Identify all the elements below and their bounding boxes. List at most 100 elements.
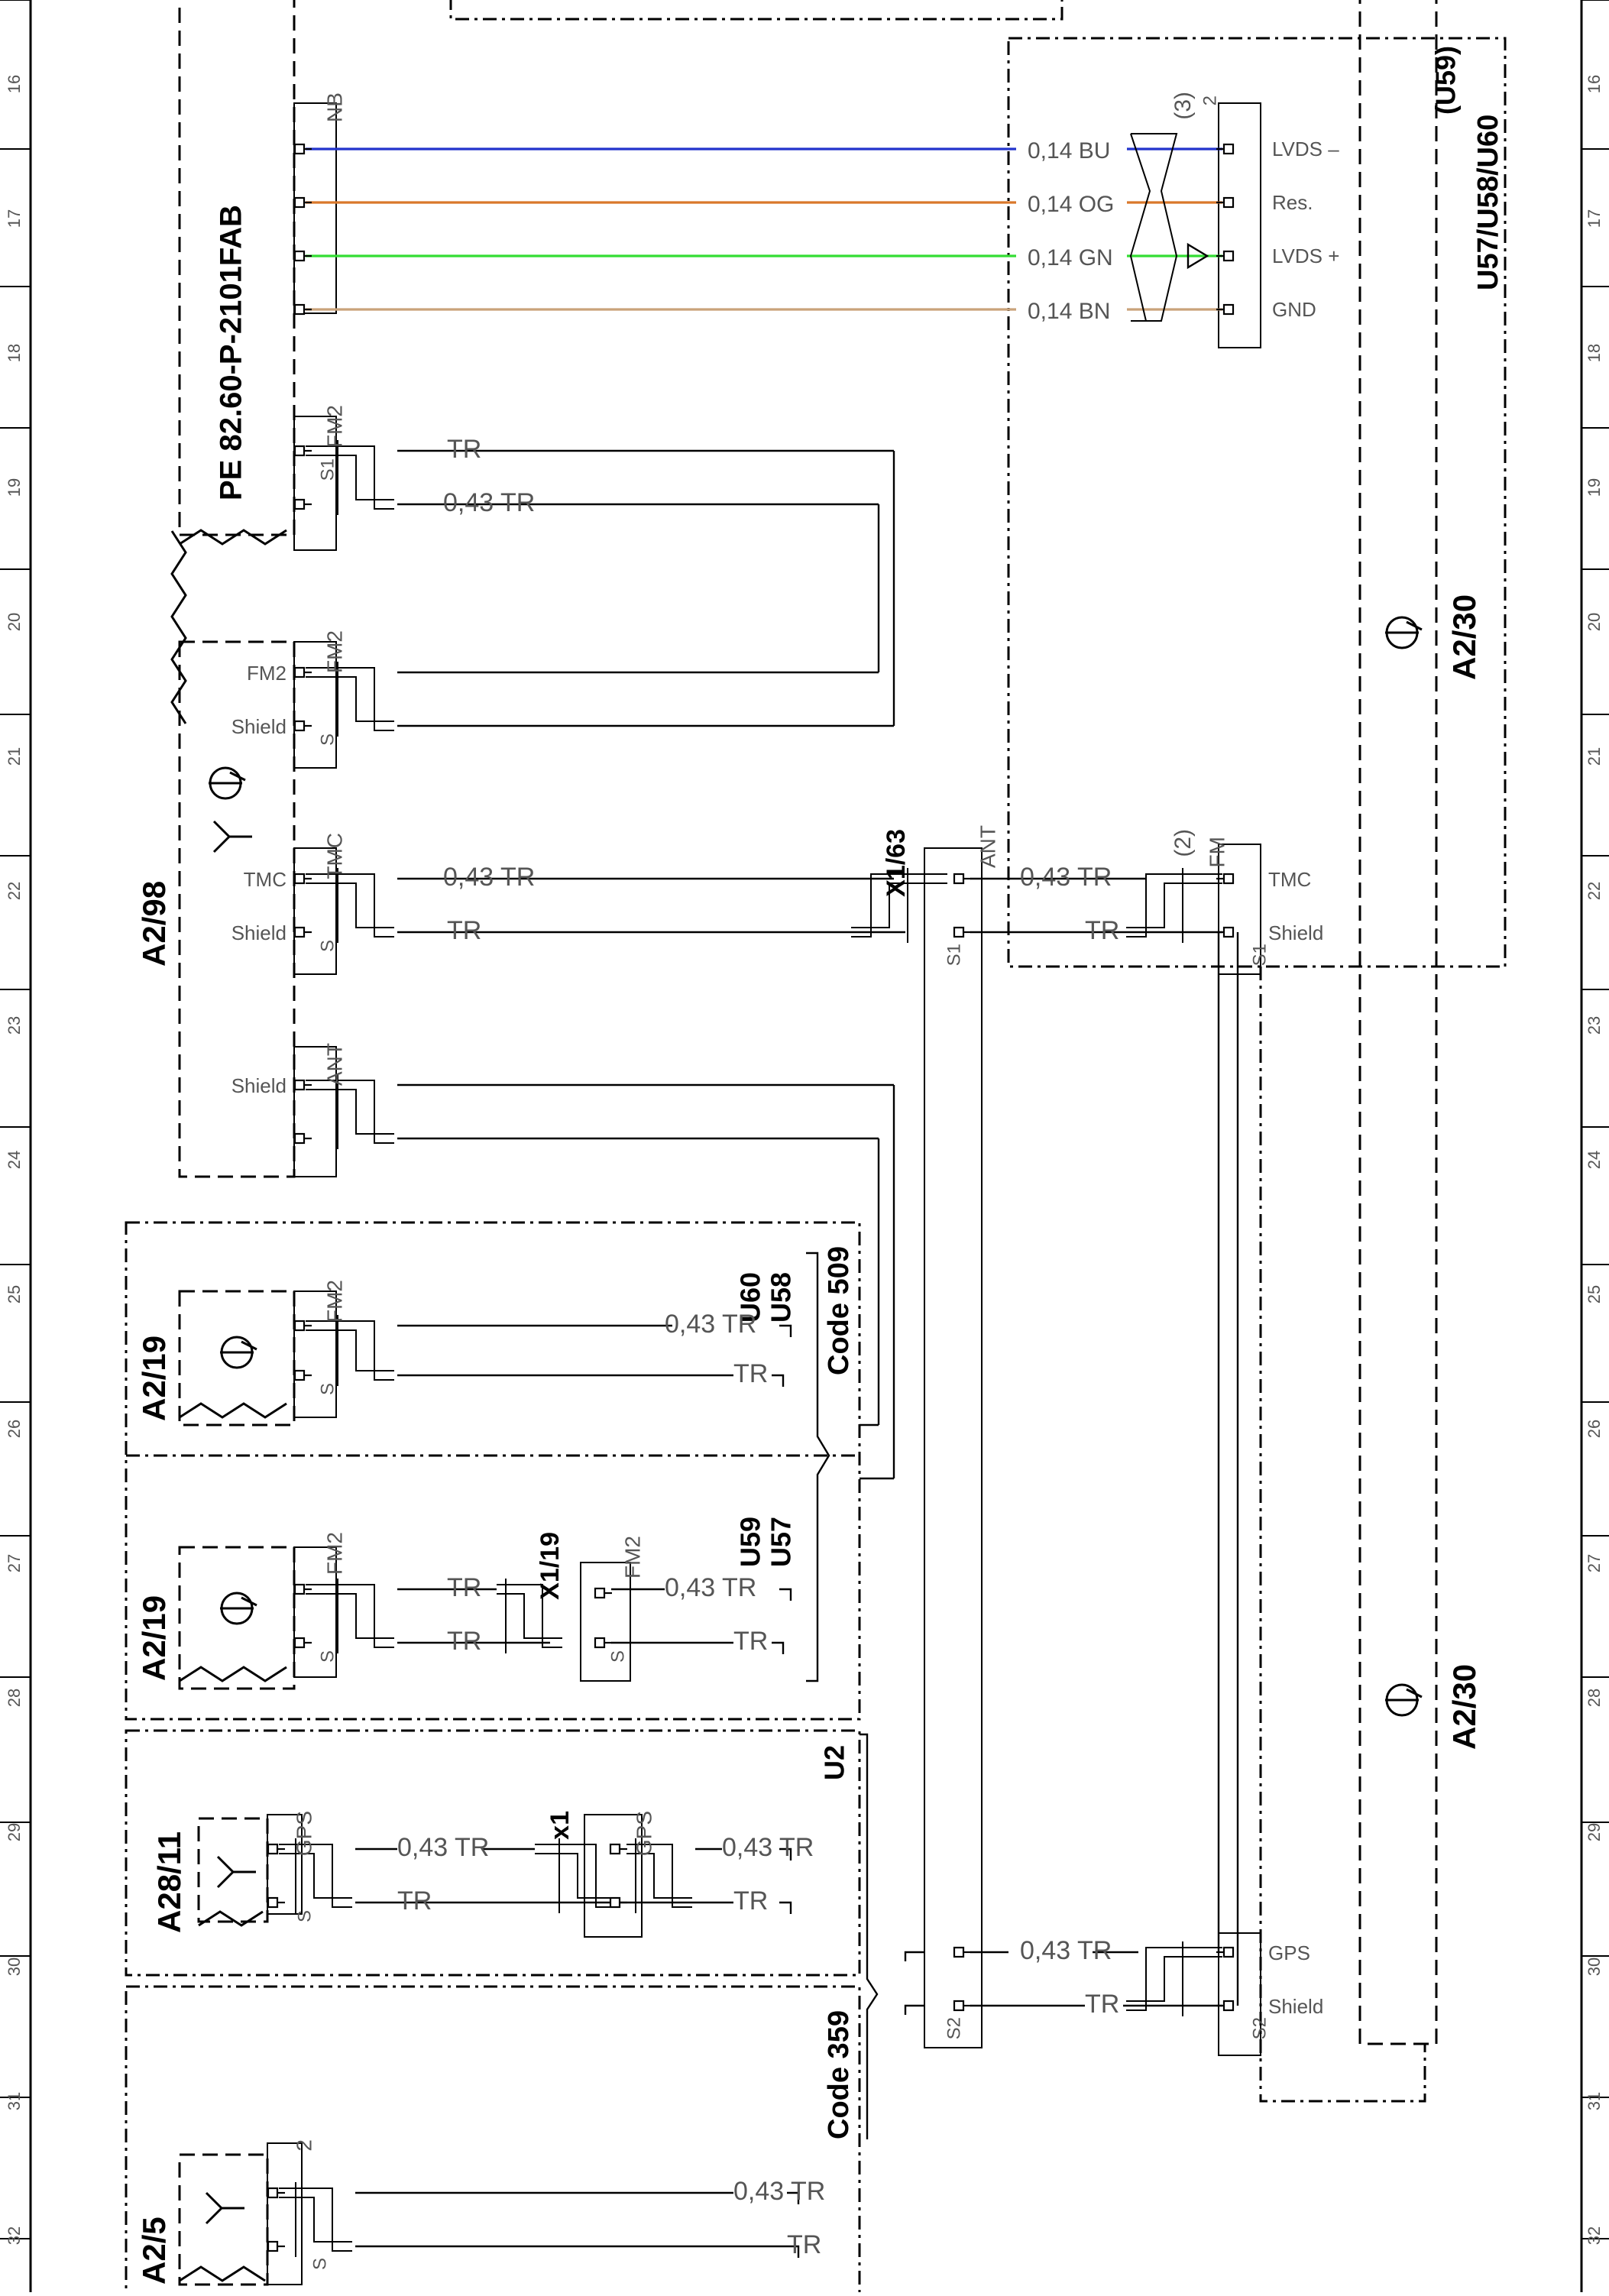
antenna-a2-30-lower-icon bbox=[1385, 1683, 1423, 1717]
antenna-a2-19-upper-icon-tick bbox=[241, 1340, 257, 1351]
row-number-right: 16 bbox=[1585, 75, 1604, 93]
pin-x1-19 bbox=[594, 1637, 606, 1649]
wave-a2-5 bbox=[179, 2265, 266, 2282]
label: S bbox=[607, 1650, 628, 1663]
wire-label: TR bbox=[447, 916, 481, 945]
coax-fm bbox=[1126, 882, 1222, 928]
connector-gps bbox=[267, 1814, 303, 1915]
coax-fm2 bbox=[306, 667, 394, 731]
coax-tmc bbox=[306, 873, 394, 938]
label: S bbox=[317, 733, 338, 746]
pin-label: LVDS – bbox=[1272, 138, 1339, 160]
pin-lvds bbox=[1222, 143, 1235, 155]
antenna-a2-30-upper-icon-tick bbox=[1406, 620, 1423, 631]
coax-gps-right bbox=[1126, 1956, 1222, 2002]
row-number-right: 25 bbox=[1585, 1285, 1604, 1303]
pin-x1 bbox=[609, 1896, 621, 1909]
row-number-left: 30 bbox=[5, 1958, 24, 1976]
coax-tmc bbox=[306, 882, 394, 928]
wave-a28-11 bbox=[198, 1910, 264, 1927]
row-number-left: 26 bbox=[5, 1420, 24, 1438]
wire-label: 0,43 TR bbox=[665, 1310, 756, 1339]
pin-label: Res. bbox=[1272, 191, 1313, 214]
label: (3) bbox=[1170, 92, 1196, 120]
brace-code-509 bbox=[806, 1252, 830, 1682]
wire-label: 0,43 TR bbox=[443, 863, 535, 892]
row-number-right: 22 bbox=[1585, 882, 1604, 900]
pin-gps-shield bbox=[267, 1896, 279, 1909]
label: NB bbox=[322, 92, 346, 122]
pin-label: TMC bbox=[244, 868, 287, 891]
wire-label: 0,43 TR bbox=[1020, 1936, 1112, 1965]
connector-fm2-top bbox=[293, 416, 337, 551]
wave-a2-19-lower bbox=[179, 1666, 287, 1682]
coax-a2-19-lower bbox=[306, 1593, 394, 1639]
box-a28-11 bbox=[197, 1817, 269, 1923]
lvds-wrapper bbox=[1129, 133, 1151, 322]
row-number-left: 24 bbox=[5, 1151, 24, 1169]
coax-x1-19 bbox=[497, 1584, 562, 1648]
label: S2 bbox=[944, 2017, 964, 2039]
wire-label: TR bbox=[447, 1573, 481, 1602]
pin-label: Shield bbox=[231, 1074, 287, 1097]
pin-label: FM2 bbox=[247, 662, 287, 685]
label: A2/30 bbox=[1446, 594, 1482, 680]
label: X1/63 bbox=[882, 829, 911, 897]
label: S1 bbox=[944, 944, 964, 966]
row-number-right: 29 bbox=[1585, 1823, 1604, 1841]
box-a2-19-upper bbox=[178, 1290, 296, 1426]
coax-x1 bbox=[535, 1853, 616, 1899]
wire-end-arrow bbox=[779, 1901, 792, 1914]
connector-gps-right bbox=[1218, 1932, 1261, 2056]
pin-nb bbox=[293, 196, 306, 209]
row-number-left: 23 bbox=[5, 1016, 24, 1035]
wire-label: TR bbox=[733, 1886, 768, 1915]
antenna-a2-19-lower-icon-tick bbox=[241, 1596, 257, 1607]
pin-fm2 bbox=[293, 1583, 306, 1595]
pin-label: GND bbox=[1272, 298, 1316, 321]
box-code-359 bbox=[125, 1985, 861, 2296]
antenna-fork-a2-98-icon bbox=[212, 820, 252, 853]
row-number-left: 29 bbox=[5, 1823, 24, 1841]
antenna-a2-30-upper-icon bbox=[1385, 616, 1423, 649]
row-number-left: 32 bbox=[5, 2226, 24, 2245]
wire-end-arrow bbox=[779, 1847, 792, 1860]
pin-gps bbox=[267, 1843, 279, 1855]
label: ANT bbox=[976, 825, 999, 868]
wire-label: 0,43 TR bbox=[665, 1573, 756, 1602]
wave-top-left bbox=[170, 530, 187, 724]
wire-label: TR bbox=[787, 2230, 821, 2259]
coax-a2-19-upper bbox=[306, 1329, 394, 1371]
label: 2 bbox=[1199, 96, 1220, 105]
label: FM2 bbox=[322, 630, 346, 673]
wire-end-arrow bbox=[772, 1374, 785, 1387]
connector-a2-5 bbox=[267, 2142, 303, 2285]
row-number-left: 16 bbox=[5, 75, 24, 93]
pin-label: Shield bbox=[1268, 1995, 1323, 2018]
antenna-a2-19-upper-icon bbox=[220, 1336, 257, 1369]
pin-label: LVDS + bbox=[1272, 244, 1339, 267]
label: GPS bbox=[632, 1811, 656, 1856]
wire-end-arrow bbox=[772, 1641, 785, 1654]
row-number-right: 31 bbox=[1585, 2092, 1604, 2110]
connector-fm bbox=[1218, 844, 1261, 975]
pin-fm2 bbox=[293, 666, 306, 678]
row-number-right: 21 bbox=[1585, 747, 1604, 766]
wave-a2-19-upper bbox=[179, 1402, 287, 1419]
label: FM2 bbox=[620, 1536, 644, 1579]
connector-tmc bbox=[293, 847, 337, 975]
wire-end-arrow bbox=[779, 1588, 792, 1601]
antenna-fork-a2-5-icon-v bbox=[205, 2191, 224, 2225]
wire-end-arrow bbox=[787, 2191, 800, 2204]
coax-x1-out bbox=[626, 1853, 692, 1899]
coax-x1 bbox=[535, 1844, 616, 1908]
wire-label: 0,14 BU bbox=[1028, 138, 1110, 164]
wave-top-left-bottom bbox=[179, 529, 287, 546]
pin-fm2 bbox=[293, 498, 306, 510]
row-number-right: 24 bbox=[1585, 1151, 1604, 1169]
box-a2-30-lower bbox=[1259, 967, 1426, 2103]
label: S bbox=[317, 1650, 338, 1663]
row-number-left: 22 bbox=[5, 882, 24, 900]
label: x1 bbox=[546, 1811, 575, 1840]
